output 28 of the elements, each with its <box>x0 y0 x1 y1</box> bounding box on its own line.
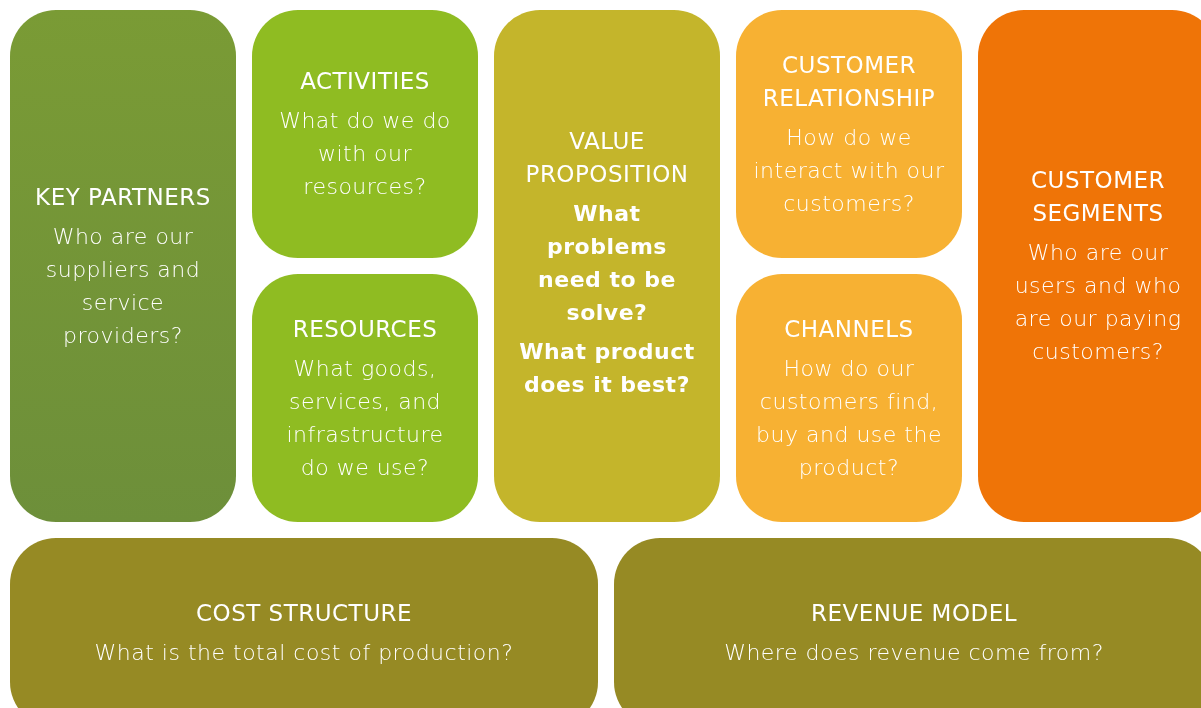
canvas-block <box>252 274 478 522</box>
block-question: What problems need to be solve? <box>537 200 677 327</box>
block-question: How do our customers find, buy and use the product? <box>755 354 943 482</box>
block-heading: ACTIVITIES <box>300 67 430 96</box>
block-question: What product does it best? <box>518 338 696 399</box>
block-heading: CUSTOMER RELATIONSHIP <box>761 50 937 113</box>
block-heading: CHANNELS <box>784 314 914 344</box>
canvas-block <box>10 538 598 708</box>
block-question: Where does revenue come from? <box>724 639 1104 667</box>
block-heading: KEY PARTNERS <box>35 182 211 212</box>
block-question: What goods, services, and infrastructure do we use? <box>285 354 445 482</box>
block-question: Who are our users and who are our paying customers? <box>1013 239 1183 366</box>
canvas-block <box>736 10 962 258</box>
block-heading: REVENUE MODEL <box>810 599 1018 628</box>
canvas-block <box>494 10 720 522</box>
canvas-block <box>252 10 478 258</box>
block-question: What do we do with our resources? <box>278 107 452 201</box>
canvas-block <box>978 10 1201 522</box>
block-heading: RESOURCES <box>292 314 438 344</box>
block-heading: COST STRUCTURE <box>195 599 412 628</box>
block-heading: CUSTOMER SEGMENTS <box>1030 166 1166 228</box>
block-question: What is the total cost of production? <box>94 639 514 667</box>
block-heading: VALUE PROPOSITION <box>524 127 690 189</box>
canvas-block <box>614 538 1201 708</box>
block-question: How do we interact with our customers? <box>752 123 946 218</box>
canvas-block <box>736 274 962 522</box>
block-question: Who are our suppliers and service providers? <box>44 222 202 350</box>
canvas-block <box>10 10 236 522</box>
